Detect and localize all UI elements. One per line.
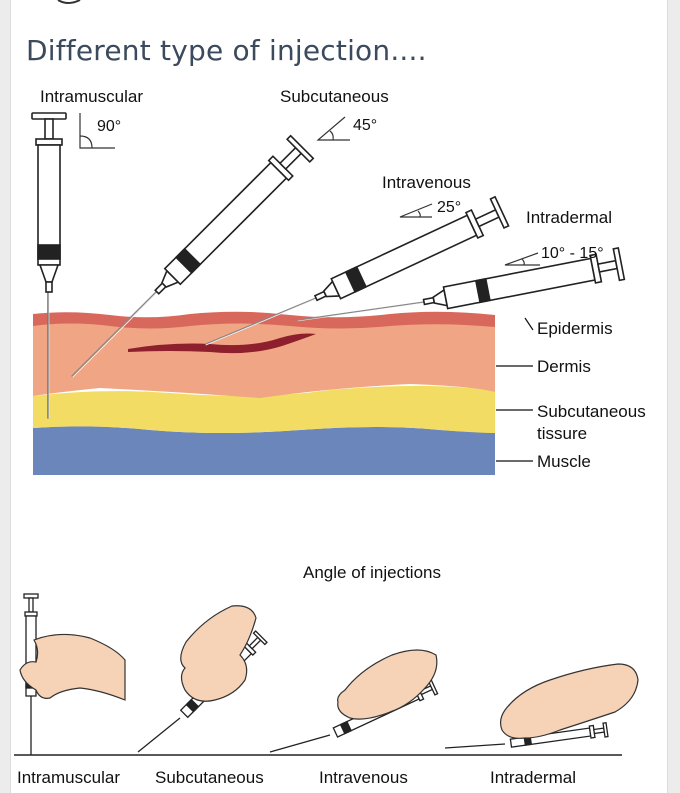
angle-icon-10-15 <box>504 252 540 266</box>
angle-90-label: 90° <box>97 118 121 135</box>
hand-subcutaneous <box>137 605 268 753</box>
angle-45-label: 45° <box>353 117 377 134</box>
layer-label-dermis: Dermis <box>537 357 591 376</box>
dermis-layer <box>33 318 495 398</box>
layer-label-tissure: tissure <box>537 424 587 443</box>
label-intradermal: Intradermal <box>526 208 612 227</box>
angle-25-label: 25° <box>437 199 461 216</box>
bottom-label-intradermal: Intradermal <box>490 768 576 787</box>
label-subcutaneous: Subcutaneous <box>280 87 389 106</box>
hand-intramuscular <box>19 593 126 755</box>
label-intravenous: Intravenous <box>382 173 471 192</box>
angle-icon-90 <box>79 113 115 149</box>
skin-layers <box>33 311 495 475</box>
syringe-intradermal <box>422 247 626 310</box>
right-scroll-rail <box>667 0 680 793</box>
bottom-label-intravenous: Intravenous <box>319 768 408 787</box>
bottom-label-intramuscular: Intramuscular <box>17 768 120 787</box>
hand-intradermal <box>444 663 639 749</box>
syringe-intramuscular <box>31 112 67 293</box>
layer-label-epidermis: Epidermis <box>537 319 613 338</box>
bottom-label-subcutaneous: Subcutaneous <box>155 768 264 787</box>
layer-label-muscle: Muscle <box>537 452 591 471</box>
bottom-section-title: Angle of injections <box>303 563 441 582</box>
angle-icon-45 <box>316 116 350 141</box>
subcutaneous-layer <box>33 385 495 433</box>
syringe-intravenous <box>313 195 510 302</box>
top-edge-artifact <box>57 0 81 4</box>
page-title: Different type of injection.... <box>26 34 427 67</box>
muscle-layer <box>33 426 495 475</box>
label-intramuscular: Intramuscular <box>40 87 143 106</box>
angle-icon-25 <box>399 203 433 218</box>
needles <box>47 291 425 419</box>
left-scroll-rail <box>0 0 11 793</box>
syringe-subcutaneous <box>154 134 315 295</box>
angle-10-15-label: 10° - 15° <box>541 245 604 262</box>
layer-label-subcutaneous: Subcutaneous <box>537 402 646 421</box>
layer-callout-lines <box>496 317 534 462</box>
vein <box>128 333 316 354</box>
hand-intravenous <box>269 649 439 753</box>
